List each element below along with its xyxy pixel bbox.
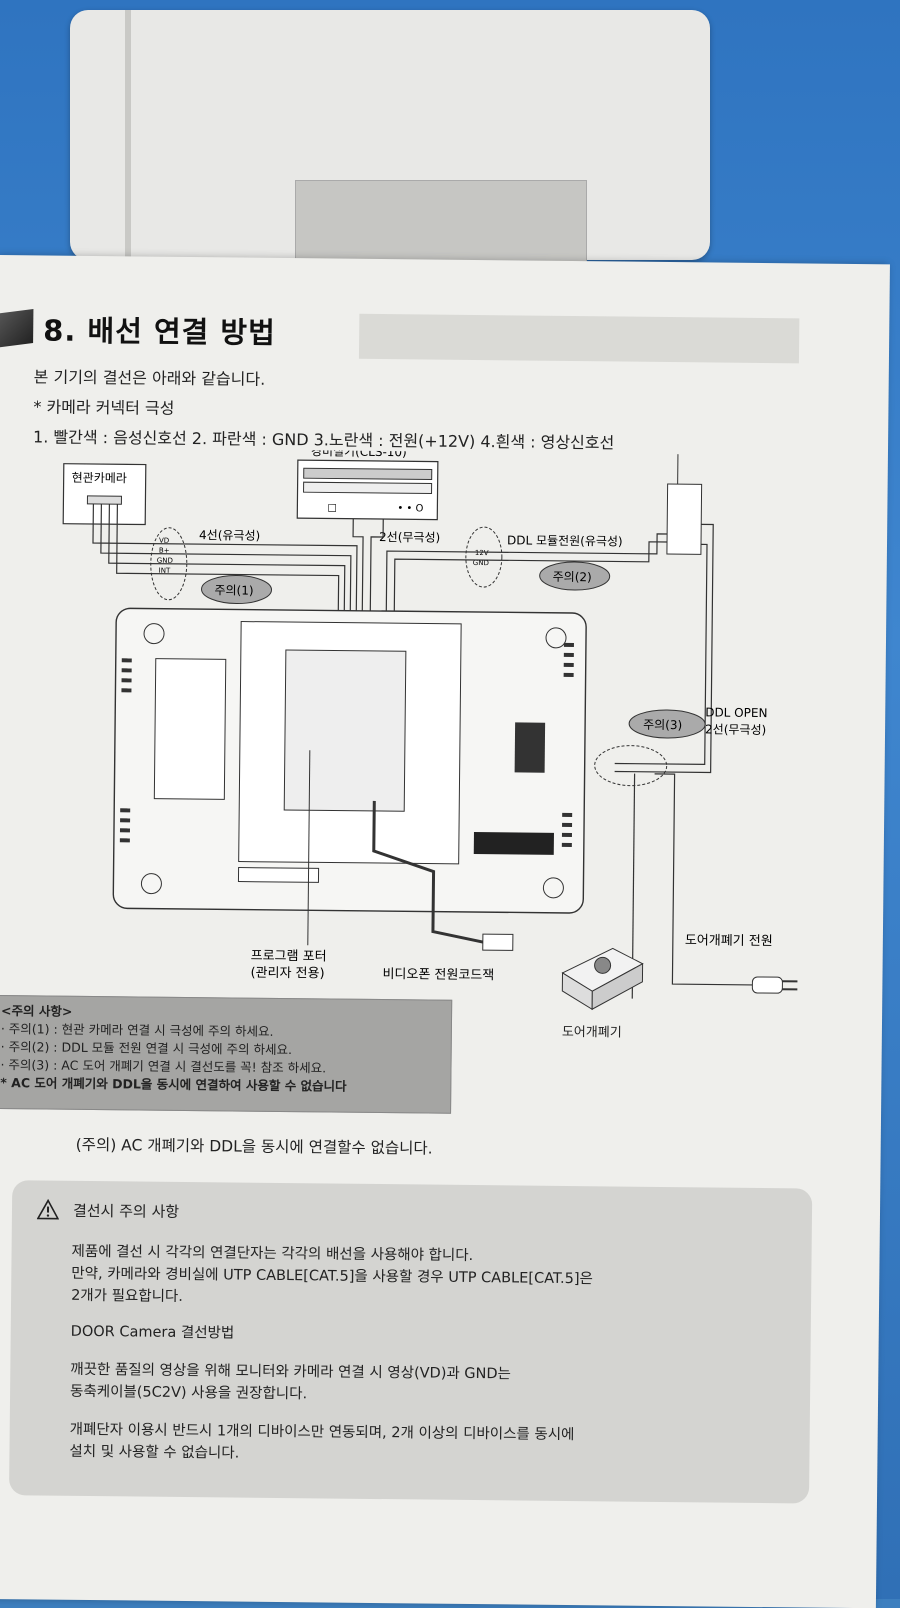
ddl-open-label: DDL OPEN bbox=[705, 705, 767, 720]
door-opener-drawing bbox=[562, 948, 643, 1010]
caution2-label: 주의(2) bbox=[553, 570, 592, 584]
section-heading: 8. 배선 연결 방법 bbox=[0, 307, 276, 352]
ddl-pin-label: 12V bbox=[475, 549, 489, 557]
panel-title: 결선시 주의 사항 bbox=[73, 1199, 179, 1221]
panel-title-row: 결선시 주의 사항 bbox=[37, 1198, 179, 1221]
ddl-open-label: 2선(무극성) bbox=[705, 722, 766, 737]
wire4-label: 4선(유극성) bbox=[199, 528, 260, 543]
intro-line: * 카메라 커넥터 극성 bbox=[33, 393, 174, 418]
caution1-label: 주의(1) bbox=[214, 583, 253, 597]
ddl-power-label: DDL 모듈전원(유극성) bbox=[507, 533, 623, 548]
power-jack-label: 비디오폰 전원코드잭 bbox=[382, 967, 494, 983]
door-power-label: 도어개폐기 전원 bbox=[685, 933, 773, 949]
wiring-diagram-svg: 현관카메라 경비실기(CLS-10) □ • • O 4선(유극성) 2선(무극… bbox=[52, 448, 818, 1016]
panel-paragraph: 깨끗한 품질의 영상을 위해 모니터와 카메라 연결 시 영상(VD)과 GND… bbox=[70, 1359, 511, 1408]
cube-icon bbox=[0, 309, 33, 347]
section-title: 8. 배선 연결 방법 bbox=[43, 307, 276, 351]
panel-subtitle: DOOR Camera 결선방법 bbox=[71, 1321, 235, 1345]
monitor-device-photo bbox=[70, 10, 710, 260]
warning-icon bbox=[37, 1198, 59, 1220]
manual-page: 8. 배선 연결 방법 본 기기의 결선은 아래와 같습니다. * 카메라 커넥… bbox=[0, 255, 890, 1608]
panel-paragraph: 제품에 결선 시 각각의 연결단자는 각각의 배선을 사용해야 합니다. 만약,… bbox=[71, 1241, 593, 1312]
device-edge bbox=[125, 10, 131, 260]
header-shadow bbox=[359, 314, 799, 364]
program-port-label: (관리자 전용) bbox=[250, 966, 324, 982]
caution3-label: 주의(3) bbox=[643, 718, 682, 732]
door-opener-label: 도어개폐기 bbox=[562, 1021, 622, 1041]
wire2-label: 2선(무극성) bbox=[379, 530, 440, 545]
svg-text:• • O: • • O bbox=[397, 503, 423, 514]
wiring-diagram: 현관카메라 경비실기(CLS-10) □ • • O 4선(유극성) 2선(무극… bbox=[52, 448, 818, 1016]
panel-paragraph: 개폐단자 이용시 반드시 1개의 디바이스만 연동되며, 2개 이상의 디바이스… bbox=[69, 1419, 574, 1468]
caution-bold: * AC 도어 개폐기와 DDL을 동시에 연결하여 사용할 수 없습니다 bbox=[0, 1074, 442, 1097]
caution-box: <주의 사항> · 주의(1) : 현관 카메라 연결 시 극성에 주의 하세요… bbox=[0, 995, 452, 1114]
svg-text:□: □ bbox=[327, 502, 337, 513]
device-screen bbox=[295, 180, 587, 262]
wiring-notes-panel: 결선시 주의 사항 제품에 결선 시 각각의 연결단자는 각각의 배선을 사용해… bbox=[9, 1180, 812, 1503]
note-line: (주의) AC 개폐기와 DDL을 동시에 연결할수 없습니다. bbox=[76, 1133, 433, 1159]
program-port-label: 프로그램 포터 bbox=[251, 949, 327, 965]
panel-line: 동축케이블(5C2V) 사용을 권장합니다. bbox=[70, 1381, 511, 1408]
camera-label: 현관카메라 bbox=[72, 471, 127, 486]
intro-line: 본 기기의 결선은 아래와 같습니다. bbox=[34, 363, 266, 389]
